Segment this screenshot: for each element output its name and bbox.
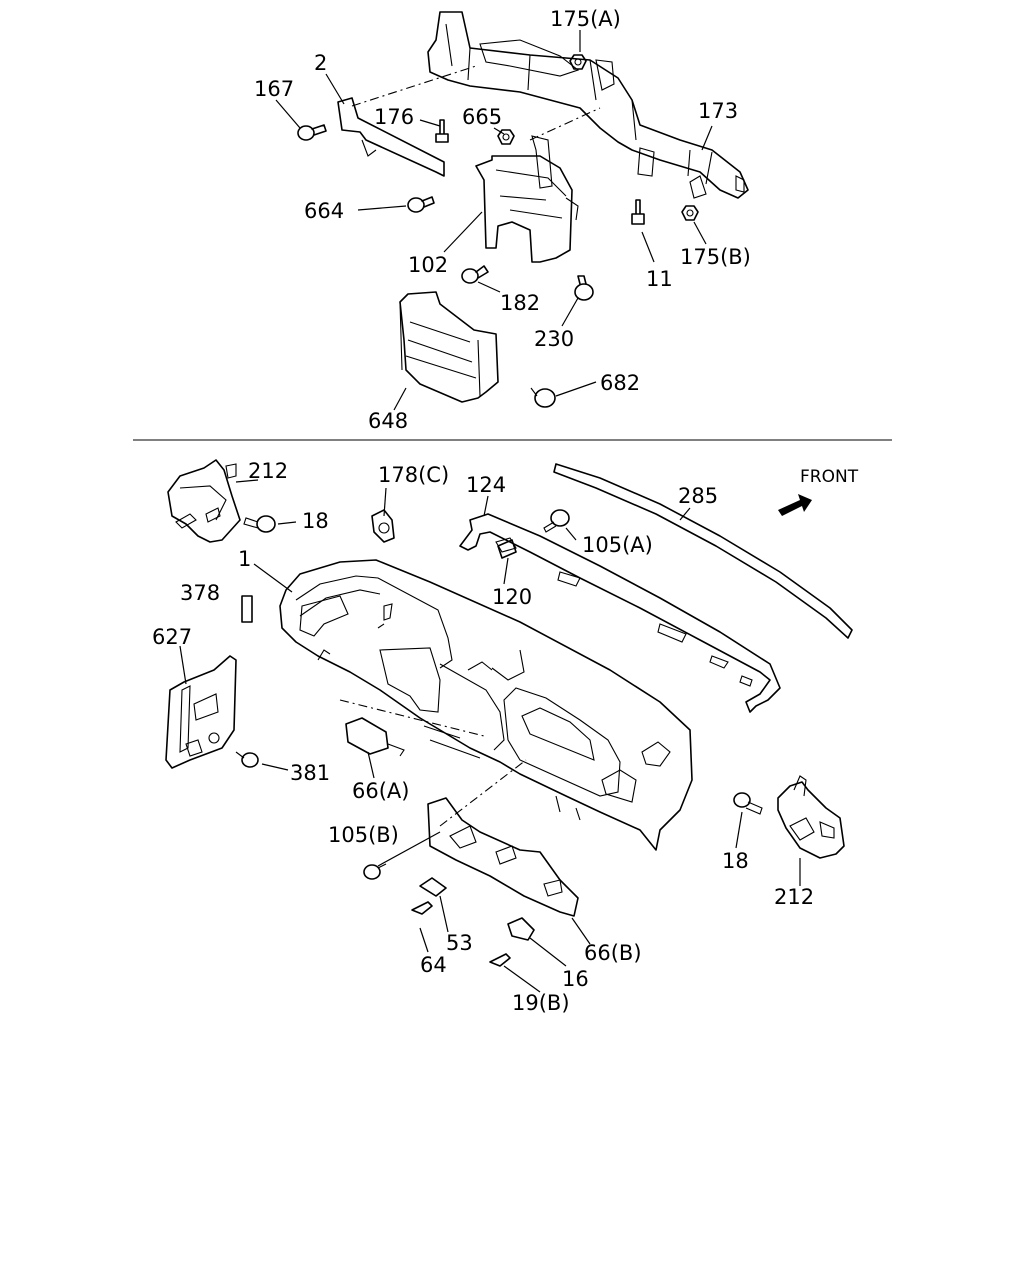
label-2: 2: [314, 51, 327, 75]
label-176: 176: [374, 105, 414, 129]
centre-line-panel-bracket: [439, 759, 527, 827]
label-64: 64: [420, 953, 447, 977]
label-682: 682: [600, 371, 640, 395]
label-18-lower: 18: [722, 849, 749, 873]
label-285: 285: [678, 484, 718, 508]
label-1: 1: [238, 547, 251, 571]
hinge-bracket-212-upper: [167, 459, 241, 543]
bolt-18-upper: [243, 515, 276, 533]
label-212-upper: 212: [248, 459, 288, 483]
leader-lines-lower: [179, 479, 801, 993]
weatherstrip-285: [553, 463, 853, 639]
side-cover-627: [165, 655, 237, 769]
label-648: 648: [368, 409, 408, 433]
clip-16: [507, 917, 535, 941]
switch-66a: [345, 717, 405, 757]
screw-19b: [489, 953, 511, 967]
screw-105b: [363, 863, 387, 880]
label-230: 230: [534, 327, 574, 351]
clip-120: [497, 539, 517, 559]
label-18-upper: 18: [302, 509, 329, 533]
center-bracket-102: [475, 135, 579, 263]
label-11: 11: [646, 267, 673, 291]
label-381: 381: [290, 761, 330, 785]
label-66b: 66(B): [584, 941, 642, 965]
hinge-bracket-212-lower: [777, 775, 845, 859]
centre-line-66a: [339, 699, 485, 737]
label-178c: 178(C): [378, 463, 449, 487]
label-66a: 66(A): [352, 779, 409, 803]
label-378: 378: [180, 581, 220, 605]
label-664: 664: [304, 199, 344, 223]
clip-53: [419, 877, 447, 897]
cover-648: [399, 291, 499, 403]
steering-support-frame: [351, 11, 749, 199]
screw-64: [411, 901, 433, 915]
label-627: 627: [152, 625, 192, 649]
bracket-2: [337, 97, 445, 177]
defroster-rail-124: [459, 513, 781, 713]
label-665: 665: [462, 105, 502, 129]
lower-bracket-66b: [427, 797, 579, 917]
label-173: 173: [698, 99, 738, 123]
front-label: FRONT: [800, 467, 859, 487]
front-arrow-icon: [778, 494, 812, 516]
label-120: 120: [492, 585, 532, 609]
label-212-lower: 212: [774, 885, 814, 909]
screw-381: [235, 751, 259, 768]
instrument-panel-1: [279, 559, 693, 851]
bolt-18-lower: [733, 792, 763, 815]
bolts-upper: [297, 54, 699, 301]
label-19b: 19(B): [512, 991, 570, 1015]
label-105a: 105(A): [582, 533, 653, 557]
screw-105a: [543, 509, 570, 533]
part-number-labels: 175(A) 2 167 176 665 173 664 102 175(B) …: [152, 7, 859, 1015]
screw-682: [530, 387, 556, 408]
label-124: 124: [466, 473, 506, 497]
leader-lines-upper: [275, 30, 713, 411]
clip-178c: [371, 509, 395, 543]
label-175b: 175(B): [680, 245, 751, 269]
label-53: 53: [446, 931, 473, 955]
label-16: 16: [562, 967, 589, 991]
label-182: 182: [500, 291, 540, 315]
label-102: 102: [408, 253, 448, 277]
label-105b: 105(B): [328, 823, 399, 847]
label-167: 167: [254, 77, 294, 101]
pad-378: [241, 595, 253, 623]
label-175a: 175(A): [550, 7, 621, 31]
